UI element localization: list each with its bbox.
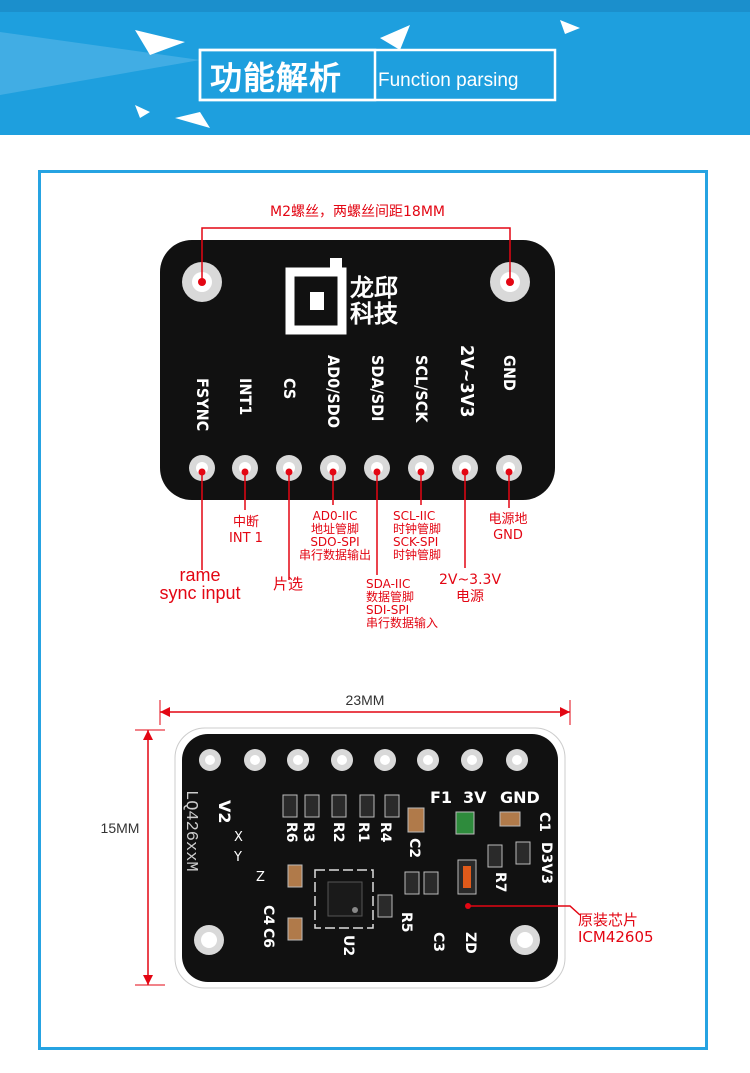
icm42605-chip — [314, 869, 374, 929]
silk-label: F1 — [430, 788, 453, 807]
chip-label: 原装芯片 ICM42605 — [578, 911, 654, 946]
silk-label: R2 — [330, 822, 346, 843]
silk-label: R6 — [283, 822, 299, 843]
height-dimension — [135, 729, 165, 986]
page-header: 功能解析 Function parsing — [0, 0, 750, 135]
silk-label: R7 — [492, 872, 508, 893]
width-label: 23MM — [345, 692, 385, 708]
pin-label: FSYNC — [193, 378, 212, 432]
smd-components — [282, 794, 531, 941]
pin-label: GND — [500, 355, 519, 391]
logo-text: 龙邱 科技 — [350, 275, 398, 327]
pin-label: CS — [280, 378, 299, 400]
annotation-scl: SCL-IIC 时钟管脚 SCK-SPI 时钟管脚 — [393, 509, 442, 562]
annotation-fsync: rame sync input — [159, 565, 241, 603]
silk-label: ZD — [462, 932, 478, 954]
version-silk: V2 — [215, 800, 234, 824]
logo-line-2: 科技 — [350, 300, 398, 328]
model-silk: LQ426xxM — [181, 790, 200, 872]
top-pin-row — [189, 455, 522, 580]
header-title-cn: 功能解析 — [210, 59, 343, 97]
header-decoration — [0, 0, 750, 128]
annotation-ad0: AD0-IIC 地址管脚 SDO-SPI 串行数据输出 — [298, 509, 371, 562]
height-label: 15MM — [100, 820, 140, 836]
silk-label: R3 — [300, 822, 316, 843]
pin-label: AD0/SDO — [324, 355, 343, 428]
silk-label: C1 — [536, 812, 552, 833]
silk-label: C4 — [260, 905, 276, 926]
logo-line-1: 龙邱 — [350, 274, 398, 302]
silk-label: R4 — [377, 822, 393, 843]
annotation-power: 2V~3.3V 电源 — [438, 572, 502, 605]
header-title-en: Function parsing — [378, 70, 519, 91]
pin-label: INT1 — [236, 378, 255, 416]
silk-label: R5 — [398, 912, 414, 933]
width-dimension — [159, 700, 571, 725]
pin-label: SCL/SCK — [412, 355, 431, 423]
pin-label: 2V~3V3 — [456, 345, 477, 418]
bottom-board — [182, 734, 558, 982]
logo-icon — [285, 258, 347, 335]
silk-label: C6 — [260, 928, 276, 949]
silk-label: C2 — [406, 838, 422, 859]
bottom-pin-row — [199, 749, 528, 771]
silk-label: C3 — [430, 932, 446, 953]
annotation-cs: 片选 — [272, 575, 303, 593]
annotation-gnd: 电源地 GND — [488, 512, 528, 543]
silk-label: 3V — [463, 788, 487, 807]
pin-label: SDA/SDI — [368, 355, 387, 422]
top-board — [160, 240, 555, 500]
axis-silk: X Y Z — [234, 830, 265, 885]
silk-label: U2 — [340, 935, 356, 957]
silk-label: R1 — [355, 822, 371, 843]
screw-note: M2螺丝，两螺丝间距18MM — [270, 204, 445, 220]
silk-label: D3V3 — [538, 842, 554, 884]
annotation-sda: SDA-IIC 数据管脚 SDI-SPI 串行数据输入 — [366, 577, 439, 630]
annotation-int1: 中断 INT 1 — [229, 515, 263, 546]
silk-label: GND — [500, 788, 540, 807]
